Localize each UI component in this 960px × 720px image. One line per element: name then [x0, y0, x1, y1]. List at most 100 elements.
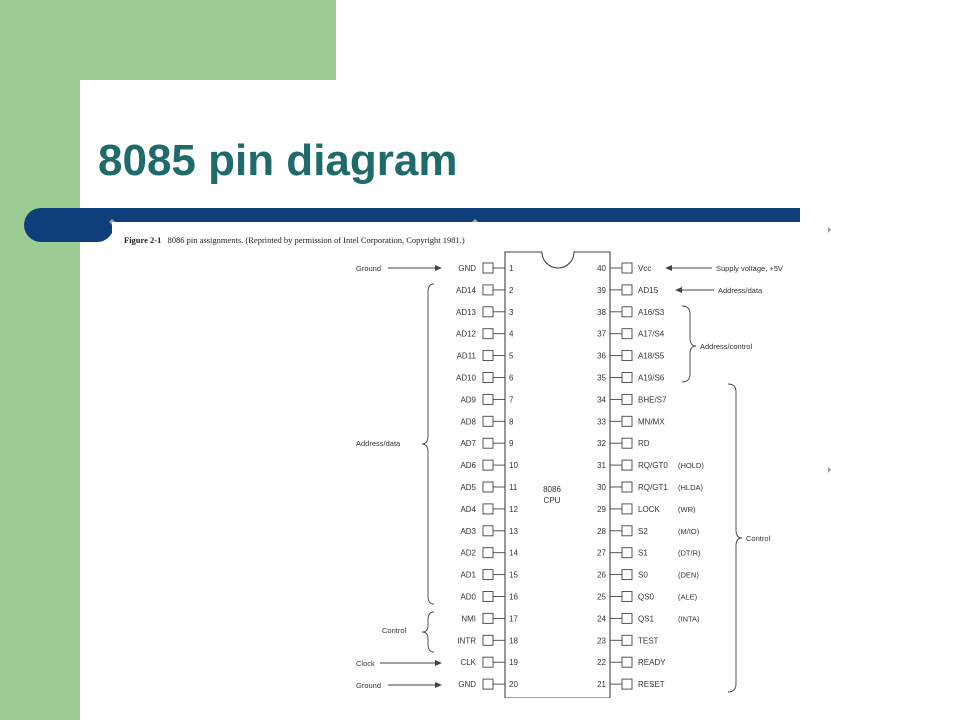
pin-pad [482, 547, 494, 559]
pin-label: AD5 [460, 483, 476, 492]
pin-label: S1 [638, 549, 648, 558]
pin-alt-label: (M/IO) [678, 527, 700, 536]
pin-label: A18/S5 [638, 352, 665, 361]
pin-pad [482, 306, 494, 318]
pin-number: 19 [509, 658, 518, 667]
pin-label: READY [638, 658, 666, 667]
pin-number: 18 [509, 636, 518, 645]
pin-pad [621, 481, 633, 493]
pin-alt-label: (DEN) [678, 571, 699, 580]
pin-pad [482, 328, 494, 340]
resize-handle-top-right: ◆ [825, 225, 832, 234]
group-label-address-data-right: Address/data [718, 286, 763, 295]
pin-label: AD13 [456, 308, 477, 317]
pin-pad [621, 656, 633, 668]
pin-label: RQ/GT1 [638, 483, 668, 492]
pin-number: 24 [597, 614, 606, 623]
pin-number: 17 [509, 614, 518, 623]
pin-number: 16 [509, 593, 518, 602]
pin-pad [621, 612, 633, 624]
pin-label: Vcc [638, 264, 651, 273]
pin-label: AD6 [460, 461, 476, 470]
pin-pad [621, 547, 633, 559]
pin-alt-label: (HOLD) [678, 461, 704, 470]
resize-handle-top-middle: ◆ [472, 218, 478, 226]
pin-label: AD11 [457, 352, 477, 361]
pin-pad [621, 415, 633, 427]
arrowhead-clock [435, 660, 442, 666]
pin-label: AD9 [460, 395, 476, 404]
green-side-panel [0, 0, 80, 720]
pin-pad [482, 656, 494, 668]
pin-number: 34 [597, 395, 606, 404]
pin-label: A19/S6 [638, 374, 665, 383]
pin-number: 31 [597, 461, 606, 470]
brace-control-left [421, 611, 435, 653]
chip-body [504, 251, 611, 698]
brace-address-control [681, 305, 697, 383]
pin-number: 32 [597, 439, 606, 448]
pin-pad [621, 262, 633, 274]
chip-label-cpu: CPU [544, 496, 561, 505]
pin-pad [621, 306, 633, 318]
pin-number: 38 [597, 308, 606, 317]
pin-alt-label: (ALE) [678, 593, 698, 602]
arrowhead-ground-bottom [435, 682, 442, 688]
right-pin-38: 38 A16/S3 [597, 306, 665, 318]
pin-number: 36 [597, 352, 606, 361]
pin-number: 37 [597, 330, 606, 339]
pin-pad [482, 525, 494, 537]
group-label-ground-top: Ground [356, 264, 381, 273]
right-pin-36: 36 A18/S5 [597, 350, 665, 362]
pin-label: MN/MX [638, 417, 665, 426]
pin-alt-label: (INTA) [678, 614, 700, 623]
pin-number: 5 [509, 352, 514, 361]
pin-diagram-svg: Figure 2-1 8086 pin assignments. (Reprin… [124, 235, 783, 698]
pin-number: 3 [509, 308, 514, 317]
arrowhead-ground-top [435, 265, 442, 271]
green-top-block [80, 0, 336, 80]
pin-label: A17/S4 [638, 330, 665, 339]
pin-label: GND [458, 264, 476, 273]
group-label-ground-bottom: Ground [356, 681, 381, 690]
pin-pad [621, 678, 633, 690]
pin-alt-label: (DT/R) [678, 549, 701, 558]
pin-number: 9 [509, 439, 514, 448]
pin-label: LOCK [638, 505, 660, 514]
pin-label: RQ/GT0 [638, 461, 668, 470]
pin-pad [621, 372, 633, 383]
pin-label: NMI [461, 614, 476, 623]
pin-pad [482, 284, 494, 296]
title-underline-bar [60, 208, 800, 222]
pin-pad [621, 393, 633, 405]
pin-label: S0 [638, 571, 648, 580]
pin-number: 22 [597, 658, 606, 667]
pin-number: 13 [509, 527, 518, 536]
pin-label: A16/S3 [638, 308, 665, 317]
group-label-control-right: Control [746, 534, 771, 543]
pin-label: S2 [638, 527, 648, 536]
pin-number: 20 [509, 680, 518, 689]
pin-label: AD14 [456, 286, 477, 295]
pin-number: 35 [597, 374, 606, 383]
pin-number: 8 [509, 417, 514, 426]
